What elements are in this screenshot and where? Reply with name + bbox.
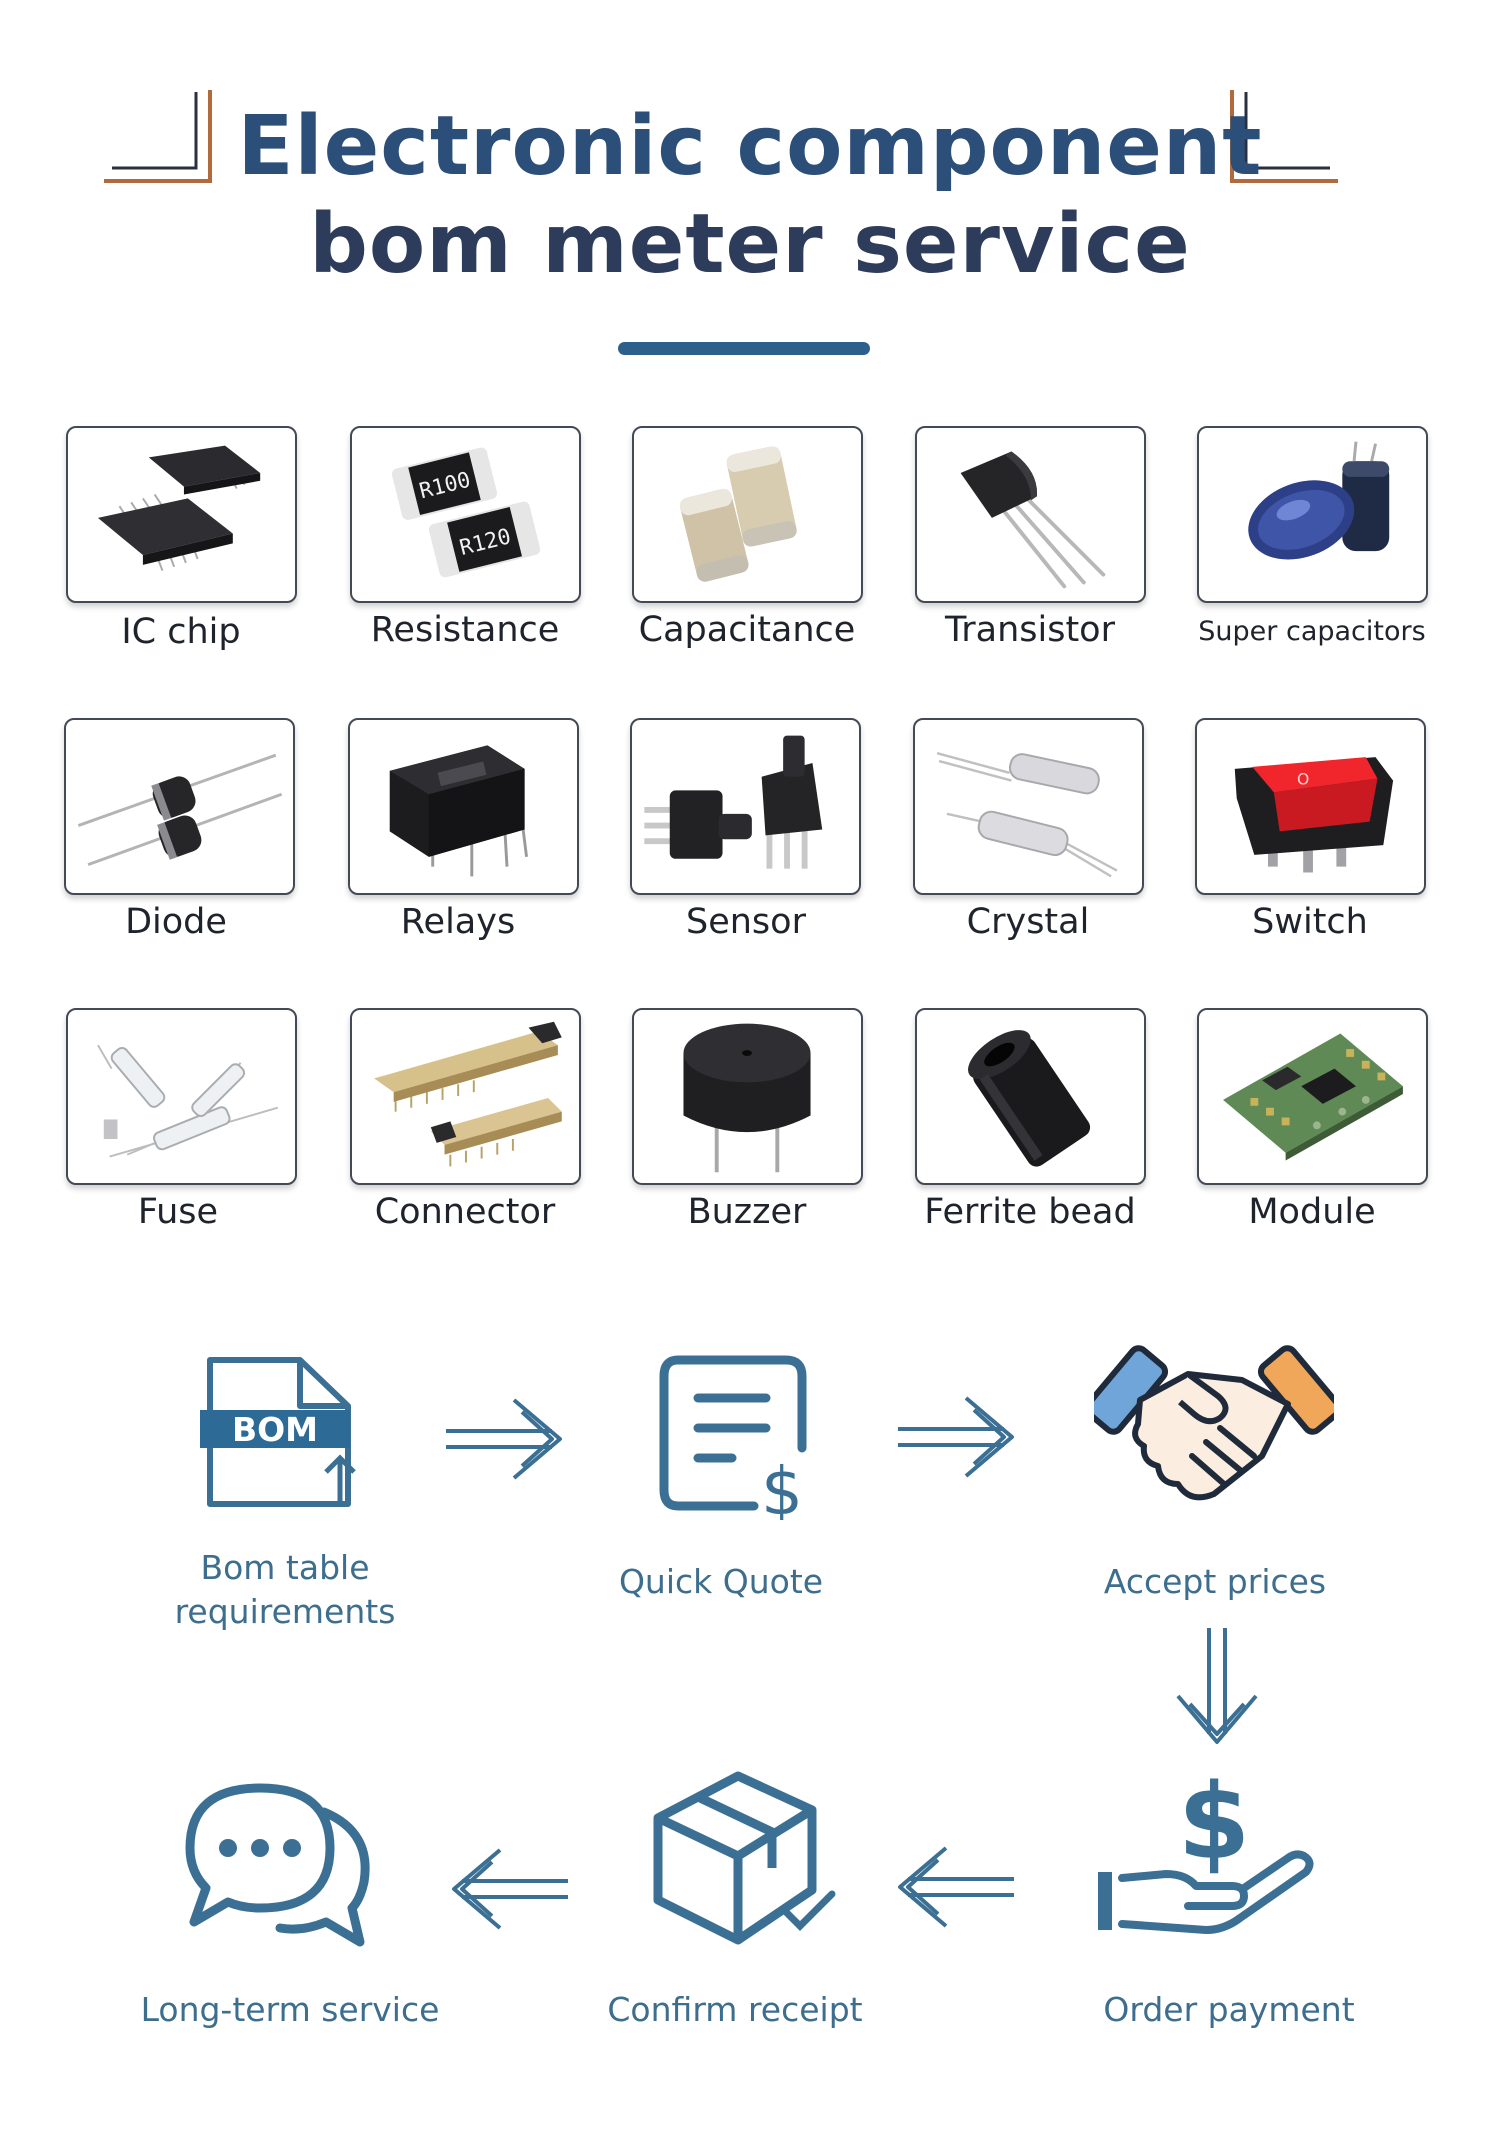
card-relays[interactable] — [348, 718, 579, 895]
label-ferrite-bead: Ferrite bead — [924, 1192, 1136, 1232]
step-label-bom-table: Bom table requirements — [140, 1546, 430, 1634]
module-icon — [1223, 1033, 1403, 1161]
step-label-quick-quote: Quick Quote — [618, 1562, 824, 1601]
arrow-left-icon — [452, 1848, 568, 1930]
page-title: Electronic component bom meter service — [0, 98, 1500, 294]
card-crystal[interactable] — [913, 718, 1144, 895]
corner-ornament-right — [1230, 90, 1338, 183]
step-label-long-term-service: Long-term service — [140, 1990, 440, 2029]
ferrite-bead-icon — [968, 1030, 1091, 1167]
label-module: Module — [1248, 1192, 1376, 1232]
quote-dollar-glyph: $ — [761, 1453, 803, 1520]
title-line-2: bom meter service — [309, 197, 1191, 292]
card-capacitance[interactable] — [632, 426, 863, 603]
step-label-confirm-receipt: Confirm receipt — [607, 1990, 863, 2029]
card-connector[interactable] — [350, 1008, 581, 1185]
bom-badge-text: BOM — [232, 1410, 318, 1449]
label-buzzer: Buzzer — [687, 1192, 807, 1232]
card-ferrite-bead[interactable] — [915, 1008, 1146, 1185]
payment-hand-icon: $ — [1098, 1764, 1314, 1934]
card-ic-chip[interactable] — [66, 426, 297, 603]
switch-icon: O — [1234, 757, 1394, 873]
label-diode: Diode — [125, 902, 227, 942]
transistor-icon — [960, 451, 1106, 589]
chat-bubbles-icon — [185, 1783, 370, 1947]
bom-document-icon: BOM — [200, 1357, 356, 1507]
resistor-icon: R100 R120 — [391, 447, 541, 578]
card-super-capacitors[interactable] — [1197, 426, 1428, 603]
arrow-left-icon — [898, 1846, 1014, 1928]
arrow-down-icon — [1176, 1628, 1258, 1744]
step-label-bom-line-2: requirements — [174, 1592, 396, 1631]
step-label-bom-line-1: Bom table — [200, 1548, 370, 1587]
fuse-icon — [97, 1044, 279, 1158]
label-crystal: Crystal — [966, 902, 1090, 942]
label-connector: Connector — [374, 1192, 556, 1232]
title-line-1: Electronic component — [237, 99, 1263, 194]
label-switch: Switch — [1252, 902, 1368, 942]
quote-document-icon: $ — [659, 1355, 807, 1520]
diode-icon — [77, 753, 283, 867]
label-super-capacitors: Super capacitors — [1198, 616, 1426, 647]
label-ic-chip: IC chip — [121, 612, 241, 652]
corner-ornament-left — [104, 90, 212, 183]
label-sensor: Sensor — [686, 902, 806, 942]
package-check-icon — [653, 1771, 836, 1945]
capacitor-icon — [679, 446, 797, 582]
connector-icon — [374, 1021, 562, 1167]
card-buzzer[interactable] — [632, 1008, 863, 1185]
label-resistance: Resistance — [370, 610, 560, 650]
super-capacitor-icon — [1248, 441, 1390, 560]
step-label-accept-prices: Accept prices — [1103, 1562, 1327, 1601]
ic-chip-icon — [97, 445, 261, 572]
sensor-icon — [644, 735, 823, 869]
card-diode[interactable] — [64, 718, 295, 895]
card-sensor[interactable] — [630, 718, 861, 895]
card-resistance[interactable]: R100 R120 — [350, 426, 581, 603]
relay-icon — [389, 745, 528, 877]
card-transistor[interactable] — [915, 426, 1146, 603]
card-module[interactable] — [1197, 1008, 1428, 1185]
card-fuse[interactable] — [66, 1008, 297, 1185]
payment-dollar-glyph: $ — [1178, 1764, 1250, 1883]
switch-glyph: O — [1297, 770, 1309, 789]
label-transistor: Transistor — [945, 610, 1115, 650]
label-relays: Relays — [400, 902, 516, 942]
card-switch[interactable]: O — [1195, 718, 1426, 895]
step-label-order-payment: Order payment — [1103, 1990, 1355, 2029]
buzzer-icon — [683, 1023, 811, 1173]
crystal-icon — [936, 752, 1118, 878]
arrow-right-icon — [446, 1398, 562, 1480]
handshake-icon — [1094, 1345, 1334, 1501]
title-underline — [618, 342, 870, 355]
label-capacitance: Capacitance — [638, 610, 856, 650]
arrow-right-icon — [898, 1396, 1014, 1478]
label-fuse: Fuse — [137, 1192, 219, 1232]
